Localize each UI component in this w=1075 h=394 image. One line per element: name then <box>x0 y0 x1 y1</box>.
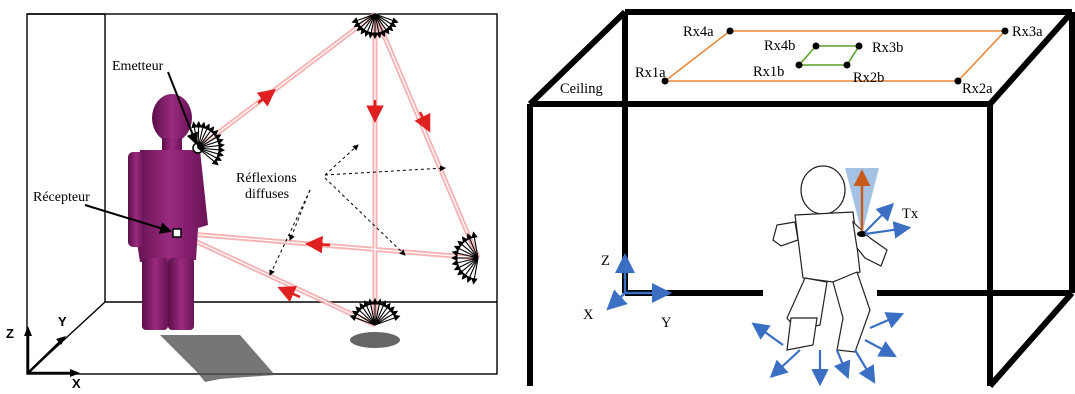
rx1a-label: Rx1a <box>635 65 666 81</box>
rx2b-label: Rx2b <box>853 70 884 86</box>
scatter-ray <box>457 257 479 276</box>
right-axis-y-label: Y <box>661 315 672 331</box>
scatter-ray <box>197 142 225 149</box>
axis-y-label: Y <box>58 314 67 329</box>
floor-reflector <box>350 332 400 348</box>
rx4a-label: Rx4a <box>683 24 714 40</box>
scatter-ray <box>374 13 382 39</box>
scatter-ray <box>353 13 376 28</box>
scatter-ray <box>197 147 224 158</box>
scatter-ray <box>351 310 376 326</box>
scatter-ray <box>355 306 376 326</box>
scatter-ray <box>374 13 399 24</box>
scatter-ray <box>466 233 479 259</box>
inner-receiver-rect <box>797 45 861 66</box>
scatter-ray <box>349 314 376 326</box>
scatter-ray <box>374 310 399 326</box>
scatter-ray <box>356 13 376 32</box>
scatter-ray <box>374 298 383 326</box>
scatter-ray <box>461 257 479 280</box>
scatter-ray <box>374 13 390 35</box>
axis-x-label: X <box>72 376 81 389</box>
emitter-label: Emetteur <box>112 59 164 74</box>
scatter-ray <box>368 13 376 39</box>
receiver-point <box>172 228 182 238</box>
scatter-ray <box>197 134 222 149</box>
scatter-ray <box>197 126 215 149</box>
person-figure <box>128 94 208 330</box>
scatter-ray <box>363 300 376 326</box>
scatter-ray <box>197 146 225 154</box>
rx3b-label: Rx3b <box>872 40 903 56</box>
ceiling-receivers-diagram: Rx4a Rx3a Rx1a Rx2a Rx4b Rx3b Rx1b Rx2b … <box>515 0 1075 389</box>
light-rays <box>176 12 481 328</box>
outer-receiver-rect <box>662 30 1007 82</box>
scatter-ray <box>374 314 401 326</box>
scatter-ray <box>197 123 210 149</box>
scatter-ray <box>197 147 219 166</box>
scatter-ray <box>451 250 479 259</box>
scatter-ray <box>451 257 479 266</box>
axis-z-label: Z <box>6 326 14 341</box>
ceiling-label: Ceiling <box>560 81 603 97</box>
scatter-ray <box>351 13 376 24</box>
scatter-ray <box>197 138 224 149</box>
scatter-ray <box>466 257 479 283</box>
scatter-ray <box>197 129 219 149</box>
room-cube <box>527 9 1075 388</box>
tx-label: Tx <box>902 206 919 222</box>
scatter-ray <box>367 298 376 326</box>
right-axes <box>606 253 672 311</box>
person-shadow <box>160 335 275 382</box>
scatter-ray <box>359 302 376 326</box>
body-reflection-diagram: Emetteur Récepteur Réflexions diffuses Z… <box>0 0 510 391</box>
scatter-ray <box>197 147 222 161</box>
floor-scatter-arrows <box>751 312 905 387</box>
diffuse-label-line2: diffuses <box>245 187 289 202</box>
left-diagram-svg: Emetteur Récepteur Réflexions diffuses Z… <box>6 12 498 391</box>
receiver-label: Récepteur <box>33 190 90 205</box>
scatter-ray <box>374 13 386 38</box>
scatter-ray <box>374 300 387 326</box>
scatter-ray <box>374 13 394 32</box>
rx3a-label: Rx3a <box>1012 24 1043 40</box>
rx2a-label: Rx2a <box>962 81 993 97</box>
ray-direction-arrows <box>256 88 431 303</box>
scatter-ray <box>195 120 202 149</box>
scatter-ray <box>471 257 479 285</box>
scatter-ray <box>461 236 479 259</box>
scatter-ray <box>457 240 479 259</box>
rx4b-label: Rx4b <box>764 38 795 54</box>
rx1b-label: Rx1b <box>753 64 784 80</box>
scatter-fans <box>191 13 479 326</box>
scatter-ray <box>374 302 391 326</box>
receiver-dots <box>661 27 1009 85</box>
scatter-ray <box>453 257 479 271</box>
scatter-ray <box>374 306 395 326</box>
scatter-ray <box>453 245 479 259</box>
scatter-ray <box>197 121 206 149</box>
right-axis-z-label: Z <box>601 253 610 269</box>
diffuse-arrows <box>269 144 446 276</box>
right-axis-x-label: X <box>583 307 594 323</box>
left-axes <box>26 332 75 375</box>
right-diagram-svg: Rx4a Rx3a Rx1a Rx2a Rx4b Rx3b Rx1b Rx2b … <box>527 9 1075 388</box>
scatter-ray <box>471 231 479 259</box>
diffuse-label-line1: Réflexions <box>236 171 297 186</box>
tx-point <box>857 231 867 237</box>
